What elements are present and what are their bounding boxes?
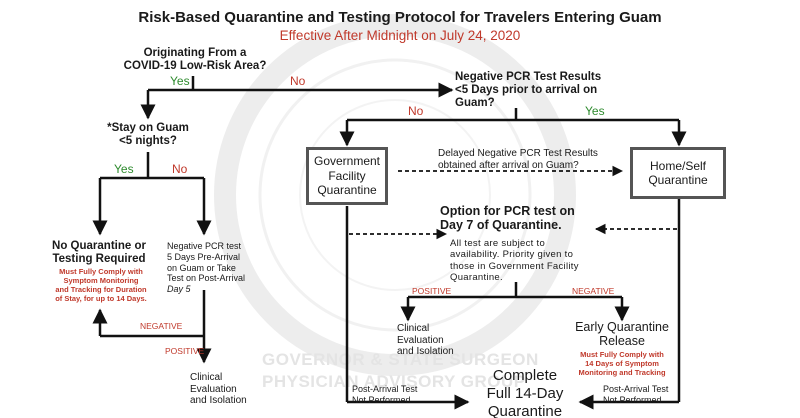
post-arrival-left: Post-Arrival Test Not Performed	[352, 384, 442, 406]
question-origin-line-2: COVID-19 Low-Risk Area?	[123, 60, 267, 73]
no-quarantine-req-line-1: Must Fully Comply with	[59, 267, 143, 276]
box-home-self-quarantine: Home/Self Quarantine	[630, 147, 726, 199]
complete-line-2: Full 14-Day	[486, 385, 564, 402]
page-title: Risk-Based Quarantine and Testing Protoc…	[138, 9, 662, 26]
no-quarantine-req-line-3: and Tracking for Duration	[55, 285, 147, 294]
post-arrival-right: Post-Arrival Test Not Performed	[603, 384, 683, 406]
early-line-1: Early Quarantine	[575, 320, 669, 334]
positive-label-right: POSITIVE	[412, 286, 452, 296]
no-quarantine-line-1: No Quarantine or	[52, 240, 146, 252]
early-req-line-2: 14 Days of Symptom	[585, 359, 659, 368]
neg-pcr-line-3: on Guam or Take	[167, 262, 236, 273]
box-government-facility-quarantine: Government Facility Quarantine	[306, 147, 388, 205]
stay-yes-label: Yes	[114, 162, 134, 176]
option-pcr-day7-title: Option for PCR test on Day 7 of Quaranti…	[440, 204, 600, 233]
clinical-left-line-3: and Isolation	[190, 395, 247, 406]
no-quarantine-line-2: Testing Required	[52, 253, 146, 266]
post-arrival-left-line-1: Post-Arrival Test	[352, 384, 418, 394]
neg-pcr-line-5: Day 5	[167, 284, 191, 295]
box-home-line-2: Quarantine	[648, 173, 708, 187]
clinical-right-line-1: Clinical	[397, 323, 430, 334]
post-arrival-right-line-1: Post-Arrival Test	[603, 384, 669, 394]
delayed-line-2: obtained after arrival on Guam?	[438, 159, 579, 171]
clinical-left-line-1: Clinical	[190, 372, 223, 383]
option-title-line-1: Option for PCR test on	[440, 204, 575, 218]
clinical-evaluation-right: Clinical Evaluation and Isolation	[397, 323, 477, 358]
neg-pcr-line-2: 5 Days Pre-Arrival	[167, 251, 241, 262]
clinical-right-line-3: and Isolation	[397, 346, 454, 357]
negative-label-right: NEGATIVE	[572, 286, 615, 296]
question-stay: *Stay on Guam <5 nights?	[88, 122, 208, 148]
question-pcr-line-2: <5 Days prior to arrival on	[455, 84, 598, 97]
box-gov-line-1: Government	[313, 154, 381, 169]
page-subtitle: Effective After Midnight on July 24, 202…	[279, 28, 521, 43]
positive-label-left: POSITIVE	[165, 346, 205, 356]
stay-no-label: No	[172, 162, 188, 176]
post-arrival-right-line-2: Not Performed	[603, 394, 662, 405]
option-pcr-description: All test are subject to availability. Pr…	[450, 238, 600, 284]
no-quarantine-node: No Quarantine or Testing Required	[38, 240, 160, 266]
question-stay-line-1: *Stay on Guam	[107, 122, 189, 134]
pcr-yes-label: Yes	[585, 104, 605, 118]
option-text-line-4: Quarantine.	[450, 272, 503, 284]
pcr-no-label: No	[408, 104, 424, 118]
complete-14-day-quarantine: Complete Full 14-Day Quarantine	[472, 367, 578, 418]
question-stay-line-2: <5 nights?	[119, 135, 177, 148]
neg-pcr-line-4: Test on Post-Arrival	[167, 273, 246, 284]
negative-label-left: NEGATIVE	[140, 321, 183, 331]
origin-no-label: No	[290, 74, 306, 88]
question-pcr-line-3: Guam?	[455, 97, 495, 110]
delayed-line-1: Delayed Negative PCR Test Results	[438, 148, 598, 159]
no-quarantine-req-line-4: of Stay, for up to 14 Days.	[55, 294, 147, 303]
watermark-line-1: GOVERNOR & STATE SURGEON	[262, 350, 539, 369]
clinical-evaluation-left: Clinical Evaluation and Isolation	[190, 372, 270, 407]
complete-line-3: Quarantine	[487, 403, 563, 418]
option-text-line-2: availability. Priority given to	[450, 249, 574, 261]
no-quarantine-req-line-2: Symptom Monitoring	[63, 276, 139, 285]
early-line-2: Release	[599, 334, 645, 349]
option-title-line-2: Day 7 of Quarantine.	[440, 218, 562, 233]
question-pcr-line-1: Negative PCR Test Results	[455, 71, 602, 83]
complete-line-1: Complete	[492, 367, 558, 384]
early-release-requirement: Must Fully Comply with 14 Days of Sympto…	[567, 350, 677, 377]
clinical-right-line-2: Evaluation	[397, 334, 444, 346]
post-arrival-left-line-2: Not Performed	[352, 394, 411, 405]
box-gov-line-2: Facility	[328, 168, 366, 183]
origin-yes-label: Yes	[170, 74, 190, 88]
question-pcr: Negative PCR Test Results <5 Days prior …	[455, 71, 605, 111]
watermark-line-2: PHYSICIAN ADVISORY GROUP	[262, 372, 526, 391]
box-gov-line-3: Quarantine	[317, 183, 377, 198]
question-origin: Originating From a COVID-19 Low-Risk Are…	[115, 47, 275, 73]
no-quarantine-requirement: Must Fully Comply with Symptom Monitorin…	[40, 267, 162, 303]
delayed-pcr-question: Delayed Negative PCR Test Results obtain…	[438, 148, 628, 171]
early-req-line-3: Monitoring and Tracking	[578, 368, 666, 377]
option-text-line-3: those in Government Facility	[450, 260, 579, 272]
early-req-line-1: Must Fully Comply with	[580, 350, 664, 359]
option-text-line-1: All test are subject to	[450, 238, 546, 249]
early-quarantine-release: Early Quarantine Release	[565, 320, 679, 349]
neg-pcr-line-1: Negative PCR test	[167, 241, 242, 251]
clinical-left-line-2: Evaluation	[190, 383, 237, 395]
question-origin-line-1: Originating From a	[143, 47, 247, 59]
box-home-line-1: Home/Self	[649, 158, 707, 173]
negative-pcr-test-node: Negative PCR test 5 Days Pre-Arrival on …	[167, 241, 257, 295]
